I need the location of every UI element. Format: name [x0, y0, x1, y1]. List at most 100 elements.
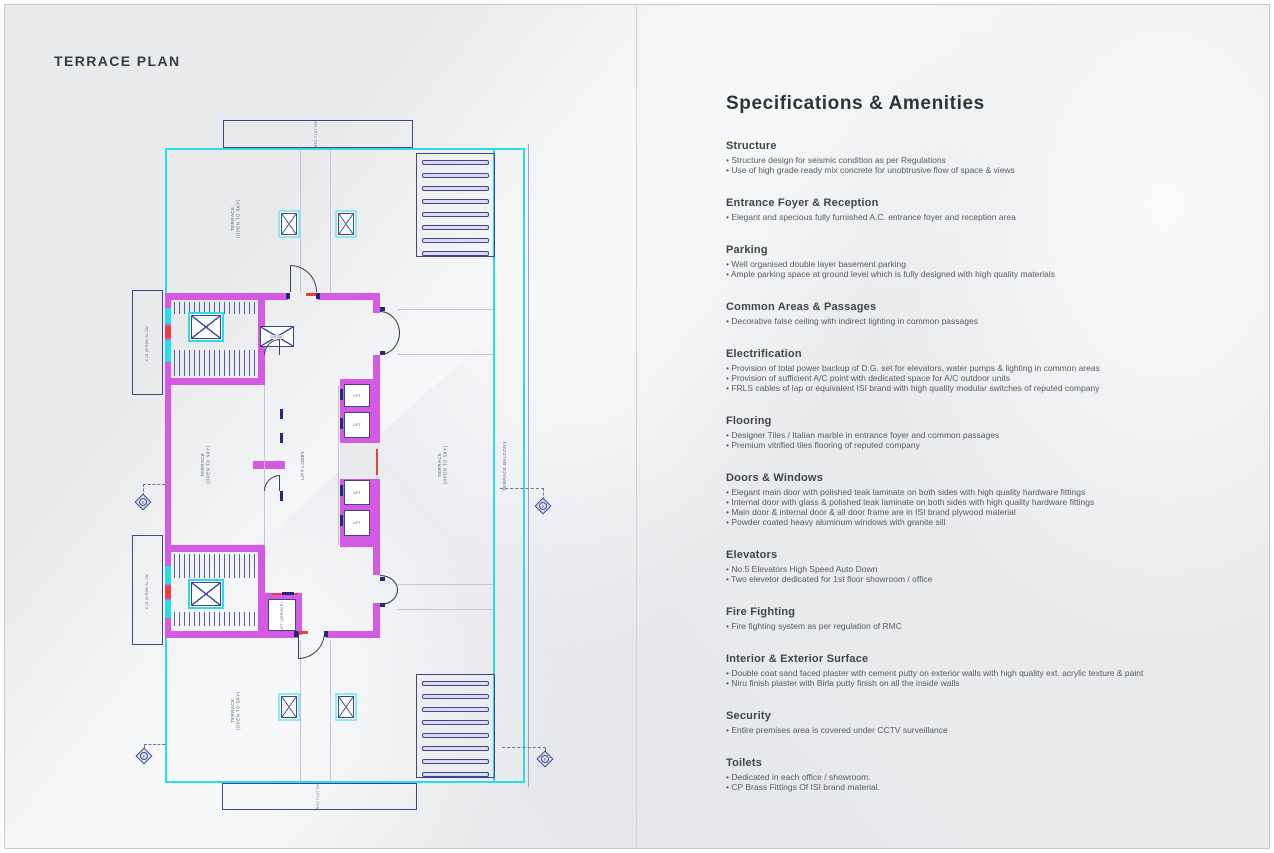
door-frame	[280, 491, 283, 501]
door-frame	[282, 592, 294, 595]
red-accent	[376, 449, 378, 475]
spec-bullet: • Niru finish plaster with Birla putty f…	[726, 678, 960, 688]
spec-title: Electrification	[726, 348, 802, 360]
louver-bar	[422, 759, 489, 764]
terrace-balcony-label: TERRACE BALCONY	[502, 440, 507, 492]
spec-section-structure: Structure • Structure design for seismic…	[726, 140, 1196, 175]
path-line	[398, 609, 495, 610]
wall-segment	[373, 300, 380, 313]
spec-bullet: • CP Brass Fittings Of ISI brand materia…	[726, 782, 880, 792]
lift-cab: LIFT	[344, 412, 370, 438]
window-strip	[165, 566, 171, 584]
path-line	[398, 309, 495, 310]
spec-section-common-areas: Common Areas & Passages • Decorative fal…	[726, 301, 1196, 326]
louver-bar	[422, 238, 489, 243]
spec-bullet: • Premium vitrified tiles flooring of re…	[726, 440, 920, 450]
wall-segment	[165, 545, 265, 552]
spec-section-toilets: Toilets • Dedicated in each office / sho…	[726, 757, 1196, 792]
door-frame	[280, 409, 283, 419]
spec-section-parking: Parking • Well organised double layer ba…	[726, 244, 1196, 279]
window-strip	[165, 600, 171, 618]
lift-cab: LIFT	[344, 510, 370, 536]
grid-marker: F	[135, 747, 153, 765]
stair-treads	[174, 302, 256, 314]
spec-bullet: • Elegant main door with polished teak l…	[726, 487, 1086, 497]
lift-door-frame	[340, 515, 343, 526]
louver-bar	[422, 772, 489, 777]
door-frame	[380, 603, 385, 607]
terrace-label-bottom: TERRACE(OPEN TO SKY)	[230, 691, 241, 731]
spec-bullet: • Main door & internal door & all door f…	[726, 507, 1016, 517]
louver-bar	[422, 225, 489, 230]
door-frame	[280, 433, 283, 443]
spec-section-doors-windows: Doors & Windows • Elegant main door with…	[726, 472, 1196, 527]
grid-marker: F	[536, 750, 554, 768]
louver-bar	[422, 720, 489, 725]
spec-bullet: • Designer Tiles / Italian marble in ent…	[726, 430, 1000, 440]
spec-bullet: • Structure design for seismic condition…	[726, 155, 946, 165]
lift-label: LIFT	[353, 423, 361, 427]
path-line	[300, 640, 301, 783]
red-accent	[272, 593, 282, 595]
leader-line	[144, 744, 165, 745]
louver-bar	[422, 160, 489, 165]
specifications-panel: Specifications & Amenities Structure • S…	[726, 93, 1196, 814]
balcony-bottom-edge	[495, 781, 525, 783]
lift-door-frame	[340, 485, 343, 496]
skylight	[335, 693, 357, 721]
spec-title: Parking	[726, 244, 768, 256]
spec-section-fire-fighting: Fire Fighting • Fire fighting system as …	[726, 606, 1196, 631]
lobby-edge-line	[264, 385, 265, 545]
spec-title: Entrance Foyer & Reception	[726, 197, 879, 209]
spec-bullet: • Decorative false ceiling with indirect…	[726, 316, 978, 326]
left-note-label: CLG APRON BL.DN	[145, 574, 149, 609]
door-frame	[294, 631, 298, 637]
spec-bullet: • Fire fighting system as per regulation…	[726, 621, 902, 631]
stair-void	[188, 312, 224, 342]
spec-bullet: • Dedicated in each office / showroom.	[726, 772, 871, 782]
terrace-label-right: TERRACE(OPEN TO SKY)	[437, 445, 448, 485]
window-strip	[165, 340, 171, 362]
wall-segment	[373, 603, 380, 631]
louver-bar	[422, 212, 489, 217]
window-strip	[165, 308, 171, 324]
lift-door-frame	[340, 418, 343, 429]
lift-label: LIFT	[353, 490, 361, 495]
stair-treads	[174, 350, 256, 376]
red-accent	[165, 586, 171, 598]
spec-section-elevators: Elevators • No.5 Elevators High Speed Au…	[726, 549, 1196, 584]
spec-title: Doors & Windows	[726, 472, 824, 484]
spec-bullet: • Entire premises area is covered under …	[726, 725, 948, 735]
spec-section-interior-exterior: Interior & Exterior Surface • Double coa…	[726, 653, 1196, 688]
spec-section-entrance: Entrance Foyer & Reception • Elegant and…	[726, 197, 1196, 222]
spec-bullet: • Well organised double layer basement p…	[726, 259, 907, 269]
leader-line	[543, 488, 544, 500]
door-frame	[380, 307, 385, 311]
path-line	[300, 150, 301, 293]
bottom-note-label: RCC FLAT FORM BL.DN	[316, 783, 320, 809]
red-accent	[165, 326, 171, 338]
louver-bar	[422, 746, 489, 751]
louver-area-bottom	[416, 674, 495, 778]
brochure-sheet: TERRACE PLAN RCC FLAT FORM BL.DN RCC FLA…	[4, 4, 1270, 849]
spec-section-flooring: Flooring • Designer Tiles / Italian marb…	[726, 415, 1196, 450]
balcony-hairline	[528, 144, 529, 787]
spec-section-electrification: Electrification • Provision of total pow…	[726, 348, 1196, 393]
wall-segment	[258, 545, 265, 631]
grid-marker: E	[134, 493, 152, 511]
lift-bank-gap	[340, 443, 380, 479]
lift-lobby-label: LIFT LOBBY	[300, 450, 305, 480]
spec-bullet: • Provision of total power backup of D.G…	[726, 363, 1100, 373]
balcony-top-edge	[495, 148, 525, 150]
spec-title: Flooring	[726, 415, 772, 427]
page-fold-divider	[636, 5, 637, 848]
spec-bullet: • Ample parking space at ground level wh…	[726, 269, 1055, 279]
wall-segment	[165, 300, 171, 631]
louver-bar	[422, 733, 489, 738]
spec-bullet: • Double coat sand faced plaster with ce…	[726, 668, 1144, 678]
wall-segment	[165, 293, 288, 300]
wall-segment	[326, 631, 380, 638]
page-title: TERRACE PLAN	[54, 53, 181, 69]
cut-out-label: CUT OUT	[270, 335, 285, 339]
door-frame	[316, 293, 320, 299]
